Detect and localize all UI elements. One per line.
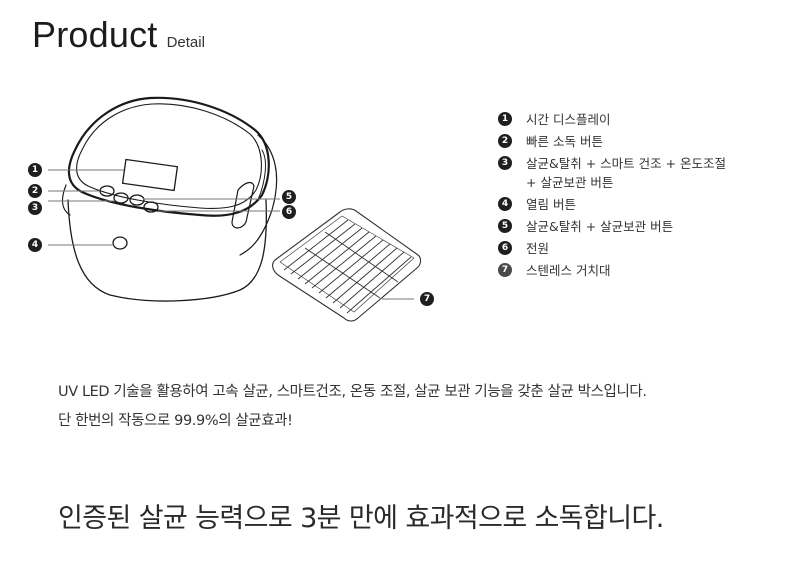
legend-item: 2 빠른 소독 버튼	[496, 132, 786, 151]
sterilizer-box-drawing	[48, 96, 422, 322]
page-title: Product Detail	[32, 14, 205, 56]
legend-item: 4 열림 버튼	[496, 195, 786, 214]
legend-badge-6: 6	[498, 241, 512, 255]
callout-badge-3: 3	[28, 201, 42, 215]
description-line-1: UV LED 기술을 활용하여 고속 살균, 스마트건조, 온동 조절, 살균 …	[58, 384, 647, 400]
callout-badge-2: 2	[28, 184, 42, 198]
legend-label: 스텐레스 거치대	[526, 263, 611, 278]
legend-label: 열림 버튼	[526, 197, 576, 212]
feature-legend: 1 시간 디스플레이 2 빠른 소독 버튼 3 살균&탈취 + 스마트 건조 +…	[496, 110, 786, 283]
legend-item: 1 시간 디스플레이	[496, 110, 786, 129]
legend-label: 전원	[526, 241, 550, 256]
legend-badge-4: 4	[498, 197, 512, 211]
legend-label: 살균&탈취 + 스마트 건조 + 온도조절 + 살균보관 버튼	[526, 156, 727, 190]
legend-label: 빠른 소독 버튼	[526, 134, 603, 149]
legend-badge-1: 1	[498, 112, 512, 126]
legend-label: 시간 디스플레이	[526, 112, 611, 127]
legend-item: 3 살균&탈취 + 스마트 건조 + 온도조절 + 살균보관 버튼	[496, 154, 786, 192]
legend-item: 5 살균&탈취 + 살균보관 버튼	[496, 217, 786, 236]
legend-badge-7: 7	[498, 263, 512, 277]
callout-badge-1: 1	[28, 163, 42, 177]
legend-badge-2: 2	[498, 134, 512, 148]
title-subtitle: Detail	[166, 34, 205, 51]
callout-badge-6: 6	[282, 205, 296, 219]
legend-label: 살균&탈취 + 살균보관 버튼	[526, 219, 674, 234]
legend-badge-5: 5	[498, 219, 512, 233]
legend-item: 6 전원	[496, 239, 786, 258]
product-illustration: 1 2 3 4 5 6 7	[0, 80, 480, 340]
headline: 인증된 살균 능력으로 3분 만에 효과적으로 소독합니다.	[58, 503, 664, 534]
legend-item: 7 스텐레스 거치대	[496, 261, 786, 280]
callout-badge-4: 4	[28, 238, 42, 252]
callout-badge-5: 5	[282, 190, 296, 204]
legend-badge-3: 3	[498, 156, 512, 170]
callout-badge-7: 7	[420, 292, 434, 306]
description-line-2: 단 한번의 작동으로 99.9%의 살균효과!	[58, 413, 293, 429]
product-description: UV LED 기술을 활용하여 고속 살균, 스마트건조, 온동 조절, 살균 …	[58, 378, 647, 436]
title-main: Product	[32, 14, 158, 55]
